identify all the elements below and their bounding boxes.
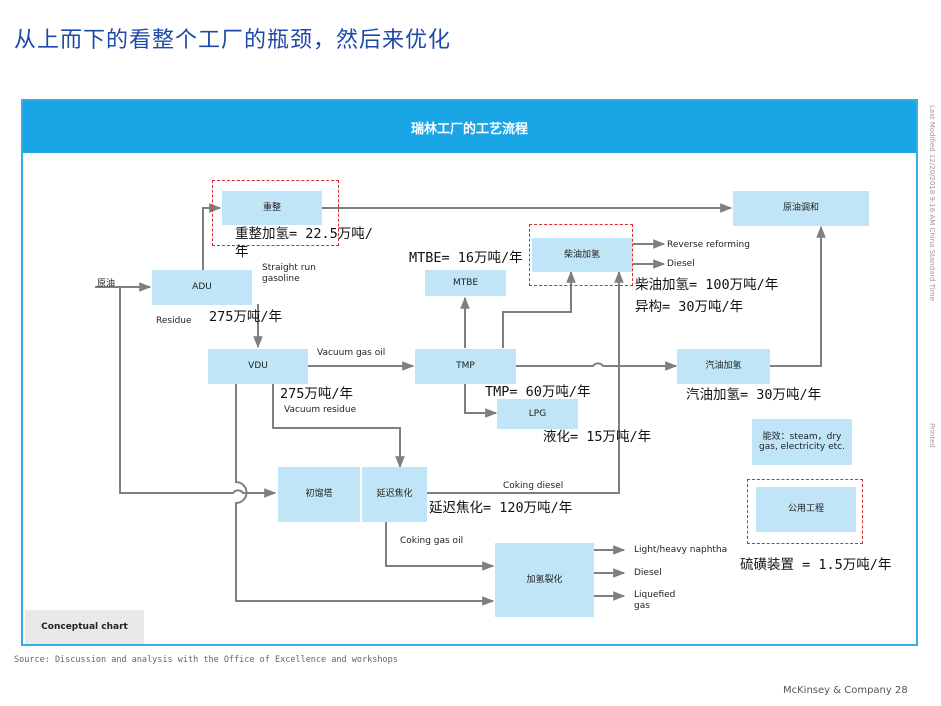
capacity-diesel-hydro: 柴油加氢= 100万吨/年	[635, 277, 779, 293]
node-lpg: LPG	[497, 399, 578, 429]
node-mtbe: MTBE	[425, 270, 506, 296]
connector-adu-reforming	[202, 203, 222, 270]
label-diesel-out: Diesel	[667, 259, 695, 269]
capacity-tmp: TMP= 60万吨/年	[485, 384, 591, 400]
capacity-lpg: 液化= 15万吨/年	[543, 429, 652, 445]
bottleneck-highlight-public-works	[747, 479, 863, 544]
label-crude: 原油	[97, 279, 116, 289]
label-liquefied-gas: Liquefied gas	[634, 590, 676, 612]
page-title: 从上而下的看整个工厂的瓶颈，然后来优化	[14, 28, 452, 53]
footer: McKinsey & Company 28	[783, 685, 908, 696]
connector-crude-fractionator	[119, 287, 277, 498]
node-reforming: 重整	[222, 191, 322, 225]
label-reverse-reforming: Reverse reforming	[667, 240, 750, 250]
capacity-mtbe: MTBE= 16万吨/年	[409, 250, 523, 266]
conceptual-chart-tag: Conceptual chart	[25, 610, 144, 644]
connector-gasoline-blending	[770, 225, 826, 367]
connector-vdu-hydrocracking	[235, 384, 495, 606]
connector-tmp-gasoline	[516, 361, 678, 371]
label-vacuum-gas-oil: Vacuum gas oil	[317, 348, 386, 358]
capacity-isomer: 异构= 30万吨/年	[635, 299, 744, 315]
label-light-heavy-naphtha: Light/heavy naphtha	[634, 545, 728, 555]
connector-tmp-lpg	[464, 384, 498, 418]
node-gasoline-hydro: 汽油加氢	[677, 349, 770, 384]
node-vdu: VDU	[208, 349, 308, 384]
connector-coker-diesel	[427, 270, 624, 494]
bottleneck-highlight-diesel	[529, 224, 633, 286]
node-public-works: 公用工程	[756, 487, 856, 532]
connector-tmp-diesel	[502, 270, 576, 348]
node-hydrocracking: 加氢裂化	[495, 543, 594, 617]
connector-vdu-coker	[272, 384, 405, 469]
source-note: Source: Discussion and analysis with the…	[14, 655, 398, 665]
label-diesel-out2: Diesel	[634, 568, 662, 578]
capacity-gasoline-hydro: 汽油加氢= 30万吨/年	[686, 387, 822, 403]
node-adu: ADU	[152, 270, 252, 305]
label-coking-diesel: Coking diesel	[503, 481, 564, 491]
capacity-reforming: 重整加氢= 22.5万吨/年	[235, 226, 373, 260]
capacity-sulfur: 硫磺装置 = 1.5万吨/年	[740, 557, 892, 573]
connector-coker-hydrocracking	[385, 521, 495, 571]
capacity-coker: 延迟焦化= 120万吨/年	[429, 500, 573, 516]
capacity-adu: 275万吨/年	[209, 309, 283, 325]
node-utilities-note: 能效：steam，dry gas, electricity etc.	[752, 419, 852, 465]
label-residue: Residue	[156, 316, 192, 326]
node-fractionator: 初馏塔	[278, 467, 360, 522]
node-blending: 原油调和	[733, 191, 869, 226]
diagram-banner: 瑞林工厂的工艺流程	[23, 101, 916, 153]
bottleneck-highlight-reforming	[212, 180, 339, 246]
node-tmp: TMP	[415, 349, 516, 384]
node-coker: 延迟焦化	[362, 467, 427, 522]
label-straight-run: Straight run gasoline	[262, 263, 316, 285]
label-coking-gas-oil: Coking gas oil	[400, 536, 464, 546]
node-diesel-hydro: 柴油加氢	[532, 238, 632, 272]
capacity-vdu: 275万吨/年	[280, 386, 354, 402]
label-vacuum-residue: Vacuum residue	[284, 405, 357, 415]
